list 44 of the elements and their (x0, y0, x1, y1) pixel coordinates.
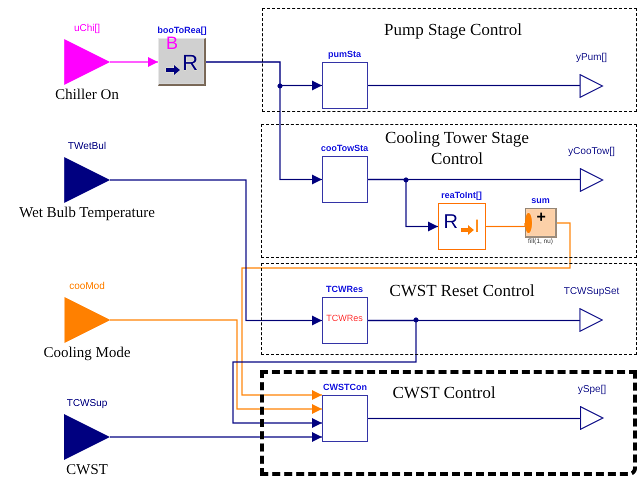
block-symbol: + (536, 210, 546, 226)
block-name: reaToInt[] (441, 188, 482, 200)
signal-name: uChi[] (74, 23, 100, 35)
signal-name: cooMod (69, 281, 105, 293)
connector-line (110, 319, 322, 414)
block-symbol: R (444, 210, 458, 232)
signal-name: yCooTow[] (568, 146, 615, 158)
block-symbol: R (182, 51, 198, 75)
dashed-group-frame (261, 124, 637, 258)
signal-name: TCWSupSet (564, 286, 620, 298)
connector-line (368, 417, 581, 420)
input-description: CWST (66, 462, 108, 479)
signal-name: ySpe[] (578, 384, 606, 396)
connector-line (486, 223, 526, 228)
block-name: pumSta (328, 48, 361, 60)
block-symbol: I (474, 216, 480, 236)
input-description: Chiller On (55, 87, 119, 104)
block-name: sum (531, 194, 550, 206)
group-title: Cooling Tower Stage Control (384, 127, 530, 169)
connector-line (368, 84, 581, 87)
connector-line (110, 57, 158, 67)
connector-line (368, 178, 438, 232)
block-name: CWSTCon (323, 381, 367, 393)
signal-name: TWetBul (68, 141, 106, 153)
input-description: Wet Bulb Temperature (19, 205, 155, 222)
signal-name: yPum[] (576, 52, 608, 64)
block-name: booToRea[] (157, 24, 207, 36)
block-symbol: B (166, 33, 178, 53)
group-title: CWST Reset Control (388, 280, 536, 301)
dashed-group-frame (262, 8, 637, 112)
block-name: TCWRes (326, 282, 363, 294)
connector-line (110, 432, 322, 442)
block-name: cooTowSta (320, 142, 368, 154)
signal-name: TCWSup (66, 398, 108, 410)
group-title: Pump Stage Control (383, 19, 523, 40)
dashed-group-frame (260, 370, 637, 476)
connector-line (232, 320, 417, 428)
block-inner-label: TCWRes (325, 312, 364, 324)
input-description: Cooling Mode (43, 345, 131, 362)
connector-line (241, 222, 571, 400)
connector-line (206, 61, 322, 184)
dashed-group-frame (261, 263, 637, 355)
connector-line (110, 179, 322, 326)
group-title: CWST Control (391, 382, 497, 403)
